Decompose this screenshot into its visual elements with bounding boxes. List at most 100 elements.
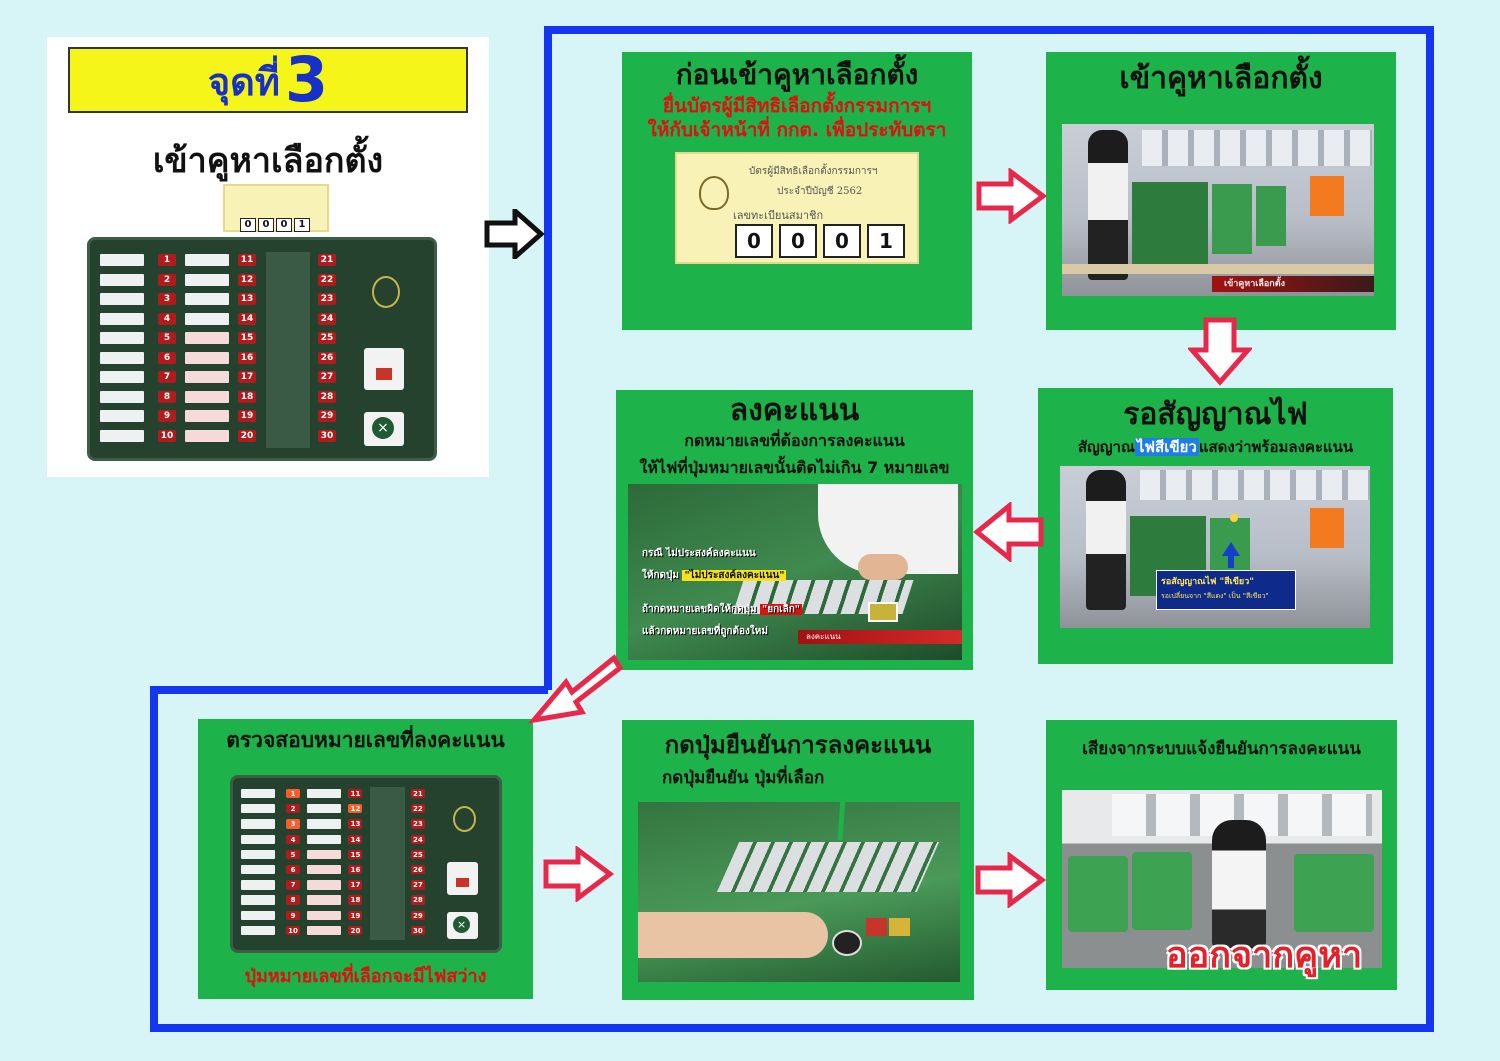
key-number: 18 <box>348 895 363 905</box>
candidate-slot <box>185 390 229 403</box>
station-badge: จุดที่ 3 <box>68 47 468 113</box>
key-number: 20 <box>348 925 363 936</box>
candidate-slot <box>307 910 342 920</box>
step1-line1: ยื่นบัตรผู้มีสิทธิเลือกตั้งกรรมการฯ <box>662 94 932 117</box>
mini-digit: 0 <box>276 218 292 232</box>
vote-note2: ให้กดปุ่ม "ไม่ประสงค์ลงคะแนน" <box>642 568 787 583</box>
key-number: 19 <box>238 410 256 422</box>
candidate-slot <box>100 390 144 403</box>
key-number: 8 <box>158 390 176 403</box>
key-number: 16 <box>348 864 363 875</box>
candidate-slot <box>240 910 276 920</box>
vote-note2-highlight: "ไม่ประสงค์ลงคะแนน" <box>682 570 787 581</box>
candidate-slot <box>100 429 144 442</box>
candidate-slot <box>185 254 229 266</box>
candidate-slot <box>185 293 229 305</box>
booth-photo-caption: เข้าคูหาเลือกตั้ง <box>1212 276 1374 292</box>
key-number: 6 <box>286 864 301 875</box>
key-number: 12 <box>348 804 363 814</box>
key-number: 4 <box>286 834 301 844</box>
step3-sub-post: แสดงว่าพร้อมลงคะแนน <box>1198 438 1354 456</box>
key-number: 28 <box>318 390 336 403</box>
vote-note4: แล้วกดหมายเลขที่ถูกต้องใหม่ <box>642 626 768 637</box>
confirm-photo <box>638 802 960 982</box>
voter-figure <box>1086 470 1126 610</box>
candidate-slot <box>307 788 342 799</box>
card-digit: 0 <box>735 224 773 259</box>
candidate-slot <box>100 371 144 383</box>
key-number: 10 <box>158 429 176 442</box>
booth-unit <box>1132 182 1208 268</box>
signal-lamp-icon <box>376 368 392 380</box>
confirm-button-icon: × <box>364 412 404 446</box>
station-title: เข้าคูหาเลือกตั้ง <box>152 141 384 181</box>
machine-divider <box>370 787 405 941</box>
candidate-slot <box>185 312 229 325</box>
exit-photo <box>1062 790 1382 968</box>
candidate-slot <box>100 273 144 286</box>
key-number: 30 <box>318 429 336 442</box>
voter-card-line2: ประจำปีบัญชี 2562 <box>777 186 863 198</box>
vote-note1: กรณี ไม่ประสงค์ลงคะแนน <box>642 548 756 559</box>
key-number: 30 <box>410 925 425 936</box>
key-number: 5 <box>158 332 176 344</box>
candidate-slot <box>307 804 342 814</box>
card-digit: 0 <box>779 224 817 259</box>
candidate-slot <box>307 849 342 860</box>
key-number: 15 <box>348 849 363 860</box>
vote-note2-pre: ให้กดปุ่ม <box>642 570 679 581</box>
vote-photo: กรณี ไม่ประสงค์ลงคะแนน ให้กดปุ่ม "ไม่ประ… <box>628 484 962 660</box>
mini-digit: 1 <box>294 218 310 232</box>
key-number: 10 <box>286 925 301 936</box>
candidate-slot <box>100 351 144 364</box>
key-number: 13 <box>238 293 256 305</box>
candidate-slot <box>240 864 276 875</box>
step1-title: ก่อนเข้าคูหาเลือกตั้ง <box>675 58 919 91</box>
key-number: 9 <box>158 410 176 422</box>
candidate-slot <box>307 925 342 936</box>
candidate-slot <box>240 834 276 844</box>
candidate-slot <box>185 371 229 383</box>
key-number: 21 <box>410 788 425 799</box>
candidate-slot <box>185 410 229 422</box>
step4-line2: ให้ไฟที่ปุ่มหมายเลขนั้นติดไม่เกิน 7 หมาย… <box>639 458 950 477</box>
window-panels <box>1142 130 1372 166</box>
key-number: 1 <box>286 788 301 799</box>
booth-unit <box>1294 854 1374 932</box>
step4-title: ลงคะแนน <box>729 393 860 428</box>
exit-label: ออกจากคูหา <box>1166 935 1363 976</box>
candidate-slot <box>307 819 342 829</box>
step7-title: เสียงจากระบบแจ้งยืนยันการลงคะแนน <box>1082 739 1361 759</box>
arrow-left-icon <box>973 502 1044 562</box>
signal-pointer-stem <box>1228 556 1234 568</box>
key-number: 29 <box>318 410 336 422</box>
candidate-slot <box>307 895 342 905</box>
card-digit: 1 <box>867 224 905 259</box>
candidate-slot <box>185 332 229 344</box>
step6-sub: กดปุ่มยืนยัน ปุ่มที่เลือก <box>662 768 825 789</box>
key-number: 29 <box>410 910 425 920</box>
step5-note: ปุ่มหมายเลขที่เลือกจะมีไฟสว่าง <box>244 966 487 987</box>
candidate-slot <box>307 864 342 875</box>
booth-photo: เข้าคูหาเลือกตั้ง <box>1062 124 1374 296</box>
key-number: 26 <box>318 351 336 364</box>
key-number: 23 <box>410 819 425 829</box>
booth-unit <box>1068 856 1128 932</box>
candidate-slot <box>240 819 276 829</box>
candidate-slot <box>100 293 144 305</box>
candidate-slot <box>185 429 229 442</box>
mini-digit: 0 <box>240 218 256 232</box>
key-number: 24 <box>410 834 425 844</box>
key-number: 12 <box>238 273 256 286</box>
signal-photo: รอสัญญาณไฟ "สีเขียว" รอเปลี่ยนจาก "สีแดง… <box>1060 466 1370 628</box>
booth-unit <box>1310 508 1344 548</box>
key-number: 16 <box>238 351 256 364</box>
step2-title: เข้าคูหาเลือกตั้ง <box>1119 61 1323 96</box>
booth-unit <box>1132 852 1192 930</box>
voter-hand <box>638 912 828 958</box>
window-panels <box>1140 470 1370 500</box>
key-number: 2 <box>286 804 301 814</box>
candidate-slot <box>240 895 276 905</box>
